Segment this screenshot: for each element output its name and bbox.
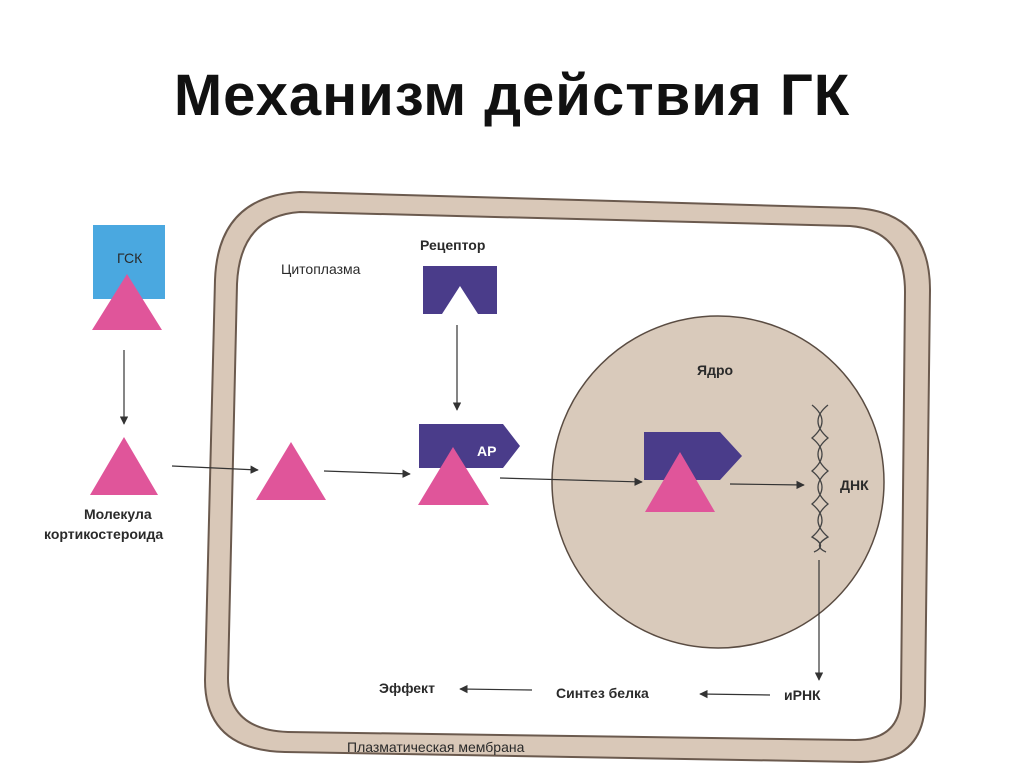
gsk-label: ГСК: [117, 250, 143, 266]
ar-label: АР: [477, 443, 496, 459]
mrna-label: иРНК: [784, 687, 821, 703]
steroid-triangle-free: [90, 437, 158, 495]
dna-label: ДНК: [840, 477, 869, 493]
ar-receptor: [419, 424, 520, 468]
receptor-label: Рецептор: [420, 237, 485, 253]
nucleus-label: Ядро: [697, 362, 733, 378]
molecule-label-line1: Молекула: [84, 506, 152, 522]
effect-label: Эффект: [379, 680, 435, 696]
membrane-label: Плазматическая мембрана: [347, 739, 525, 755]
cytoplasm-label: Цитоплазма: [281, 261, 361, 277]
protein-synthesis-label: Синтез белка: [556, 685, 649, 701]
molecule-label-line2: кортикостероида: [44, 526, 163, 542]
